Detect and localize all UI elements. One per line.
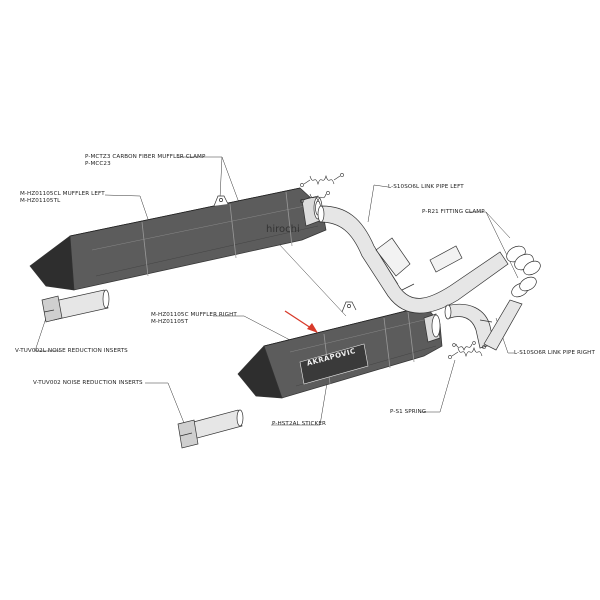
fitting-clamp-lower	[511, 276, 537, 298]
label-spring: P-S1 SPRING	[390, 409, 426, 416]
label-fitting-clamp: P-R21 FITTING CLAMP	[422, 209, 485, 216]
muffler-left	[29, 187, 327, 291]
fitting-clamp-upper	[506, 245, 541, 276]
label-spring-text: P-S1 SPRING	[390, 409, 427, 415]
leader-spring	[420, 359, 456, 413]
leader-clamp-diagonal	[221, 156, 347, 317]
link-pipe-right	[444, 299, 523, 351]
leader-noise-insert	[145, 382, 187, 429]
spring-middle	[300, 191, 330, 203]
leader-fitting-clamp-2	[485, 211, 519, 279]
spring-lower-2	[452, 341, 476, 351]
leader-lines	[34, 156, 519, 429]
label-sticker-text: P-HST2AL STICKER	[272, 421, 326, 427]
label-muffler-left-line1: M-HZ01105CL MUFFLER LEFT	[20, 191, 105, 197]
label-carbon-fiber-clamp: P-MCTZ3 CARBON FIBER MUFFLER CLAMP P-MCC…	[85, 154, 205, 167]
label-noise-insert: V-TUV002 NOISE REDUCTION INSERTS	[33, 380, 143, 387]
muffler-left-band-3	[285, 191, 293, 247]
muffler-right-band-3	[407, 311, 415, 363]
noise-insert-left	[41, 289, 110, 323]
noise-insert	[177, 409, 244, 449]
label-carbon-fiber-clamp-line1: P-MCTZ3 CARBON FIBER MUFFLER CLAMP	[85, 154, 206, 160]
label-muffler-right-line2: M-HZ01105T	[151, 318, 189, 325]
label-link-pipe-right: L-S10SO6R LINK PIPE RIGHT	[514, 350, 595, 357]
leader-noise-insert-left	[34, 311, 60, 352]
muffler-right-band-2	[383, 317, 391, 369]
label-link-pipe-left-text: L-S10SO6L LINK PIPE LEFT	[388, 184, 464, 190]
leader-link-pipe-left	[367, 184, 389, 223]
label-noise-insert-text: V-TUV002 NOISE REDUCTION INSERTS	[33, 380, 143, 386]
link-pipe-left	[317, 205, 509, 314]
leader-muffler-right	[213, 315, 291, 341]
label-muffler-left: M-HZ01105CL MUFFLER LEFT M-HZ01105TL	[20, 191, 105, 204]
label-muffler-left-line2: M-HZ01105TL	[20, 197, 61, 204]
leader-muffler-left	[104, 194, 151, 226]
label-muffler-right: M-HZ01105C MUFFLER RIGHT M-HZ01105T	[151, 312, 237, 325]
indicator-arrow	[284, 310, 318, 333]
label-sticker: P-HST2AL STICKER	[272, 421, 326, 428]
label-muffler-right-line1: M-HZ01105C MUFFLER RIGHT	[151, 312, 237, 318]
label-noise-insert-left: V-TUV002L NOISE REDUCTION INSERTS	[15, 348, 128, 355]
label-carbon-fiber-clamp-line2: P-MCC23	[85, 160, 111, 167]
muffler-left-band-1	[141, 221, 149, 277]
muffler-right-sticker	[299, 343, 369, 385]
label-link-pipe-right-text: L-S10SO6R LINK PIPE RIGHT	[514, 350, 595, 356]
spring-lower	[448, 345, 486, 359]
label-link-pipe-left: L-S10SO6L LINK PIPE LEFT	[388, 184, 464, 191]
watermark-text: hirochi	[266, 224, 300, 235]
muffler-right	[237, 301, 443, 399]
spring-upper	[300, 173, 344, 187]
muffler-left-band-2	[229, 203, 237, 259]
label-fitting-clamp-text: P-R21 FITTING CLAMP	[422, 209, 485, 215]
label-noise-insert-left-text: V-TUV002L NOISE REDUCTION INSERTS	[15, 348, 128, 354]
